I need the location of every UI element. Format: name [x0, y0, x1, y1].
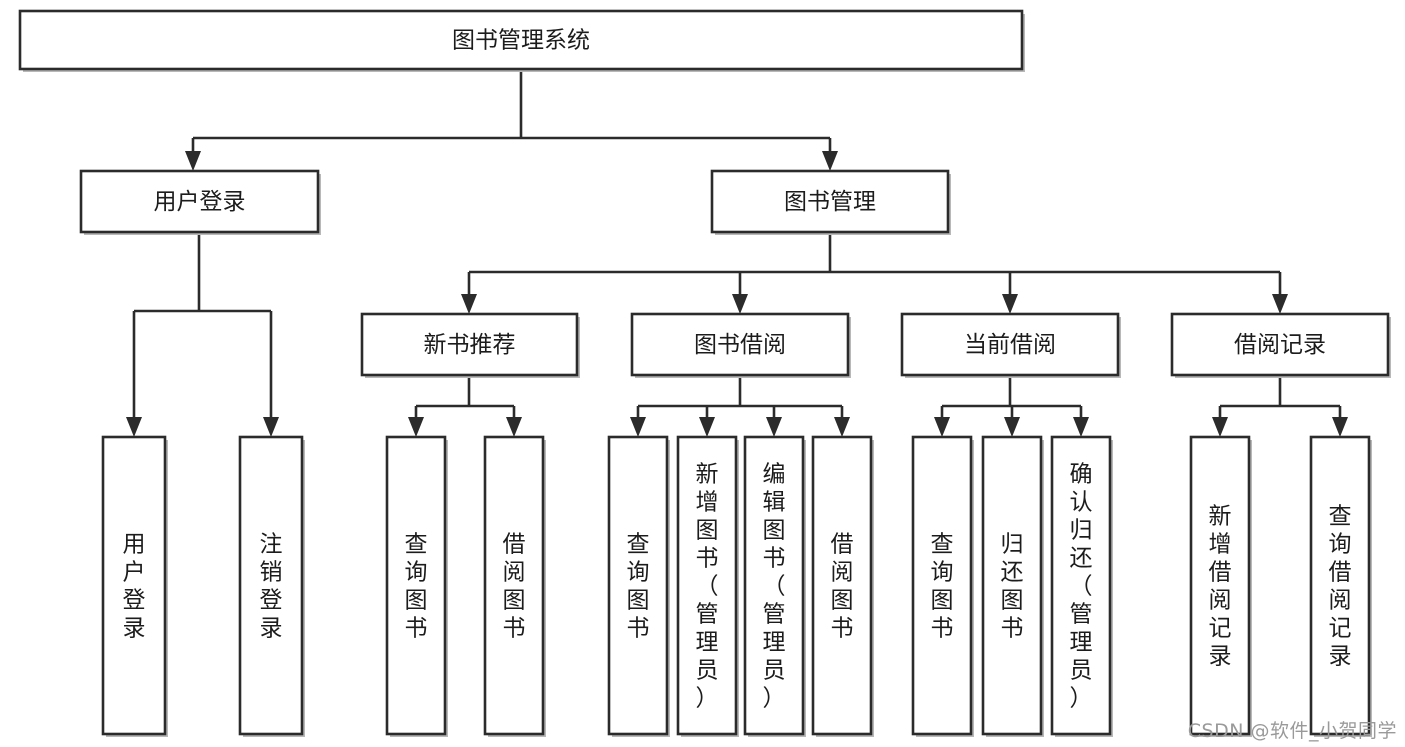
node-label: 借阅记录 [1234, 332, 1326, 358]
arrow-head-icon [1004, 417, 1020, 437]
node-root-0[interactable]: 图书管理系统 [18, 9, 1025, 72]
node-box[interactable] [101, 435, 167, 736]
node-leaf-12[interactable]: 查询借阅记录 [1309, 435, 1372, 737]
node-label: 借阅图书 [503, 532, 526, 642]
node-leaf-6[interactable]: 编辑图书（管理员） [743, 435, 806, 737]
node-level3-0[interactable]: 新书推荐 [360, 312, 580, 378]
arrow-head-icon [630, 417, 646, 437]
node-layer: 图书管理系统用户登录图书管理新书推荐图书借阅当前借阅借阅记录用户登录注销登录查询… [18, 9, 1391, 737]
arrow-head-icon [126, 417, 142, 437]
arrow-head-icon [506, 417, 522, 437]
arrow-head-icon [1272, 294, 1288, 314]
arrow-head-icon [263, 417, 279, 437]
node-label: 借阅图书 [831, 532, 854, 642]
node-label: 编辑图书（管理员） [763, 462, 786, 712]
arrow-head-icon [834, 417, 850, 437]
csdn-watermark: CSDN @软件_小贺同学 [1187, 720, 1397, 742]
node-label: 查询借阅记录 [1329, 504, 1352, 670]
arrow-head-icon [408, 417, 424, 437]
node-leaf-4[interactable]: 查询图书 [607, 435, 670, 737]
node-box[interactable] [676, 435, 738, 736]
node-box[interactable] [710, 169, 950, 234]
node-label: 查询图书 [627, 532, 650, 642]
node-box[interactable] [360, 312, 579, 377]
node-label: 新书推荐 [424, 332, 516, 358]
connector-layer [126, 69, 1348, 437]
node-level3-1[interactable]: 图书借阅 [630, 312, 851, 378]
node-leaf-11[interactable]: 新增借阅记录 [1189, 435, 1252, 737]
node-box[interactable] [1189, 435, 1251, 736]
node-box[interactable] [238, 435, 304, 736]
arrow-head-icon [1212, 417, 1228, 437]
arrow-head-icon [934, 417, 950, 437]
node-leaf-10[interactable]: 确认归还（管理员） [1050, 435, 1113, 737]
node-label: 新增借阅记录 [1209, 504, 1232, 670]
arrow-head-icon [185, 151, 201, 171]
node-label: 图书借阅 [694, 332, 786, 358]
node-leaf-7[interactable]: 借阅图书 [811, 435, 874, 737]
node-leaf-8[interactable]: 查询图书 [911, 435, 974, 737]
node-box[interactable] [607, 435, 669, 736]
arrow-head-icon [766, 417, 782, 437]
node-box[interactable] [630, 312, 850, 377]
node-label: 注销登录 [260, 532, 283, 642]
arrow-head-icon [822, 151, 838, 171]
arrow-head-icon [699, 417, 715, 437]
node-box[interactable] [1309, 435, 1371, 736]
node-box[interactable] [911, 435, 973, 736]
node-label: 归还图书 [1001, 532, 1024, 642]
node-level2-1[interactable]: 图书管理 [710, 169, 951, 235]
node-level2-0[interactable]: 用户登录 [79, 169, 321, 235]
node-label: 查询图书 [931, 532, 954, 642]
node-level3-2[interactable]: 当前借阅 [900, 312, 1121, 378]
arrow-head-icon [1073, 417, 1089, 437]
node-box[interactable] [743, 435, 805, 736]
node-box[interactable] [1170, 312, 1390, 377]
arrow-head-icon [732, 294, 748, 314]
node-leaf-1[interactable]: 注销登录 [238, 435, 305, 737]
node-label: 确认归还（管理员） [1070, 462, 1093, 712]
node-leaf-3[interactable]: 借阅图书 [483, 435, 546, 737]
node-box[interactable] [1050, 435, 1112, 736]
node-leaf-0[interactable]: 用户登录 [101, 435, 168, 737]
node-box[interactable] [385, 435, 447, 736]
node-box[interactable] [900, 312, 1120, 377]
node-box[interactable] [981, 435, 1043, 736]
node-box[interactable] [18, 9, 1024, 71]
node-box[interactable] [79, 169, 320, 234]
node-label: 图书管理 [784, 189, 876, 215]
node-label: 图书管理系统 [452, 28, 590, 54]
node-level3-3[interactable]: 借阅记录 [1170, 312, 1391, 378]
node-label: 当前借阅 [964, 332, 1056, 358]
node-label: 用户登录 [154, 189, 246, 215]
arrow-head-icon [1332, 417, 1348, 437]
arrow-head-icon [461, 294, 477, 314]
node-leaf-2[interactable]: 查询图书 [385, 435, 448, 737]
node-leaf-5[interactable]: 新增图书（管理员） [676, 435, 739, 737]
node-label: 用户登录 [123, 532, 146, 642]
node-box[interactable] [811, 435, 873, 736]
node-leaf-9[interactable]: 归还图书 [981, 435, 1044, 737]
node-box[interactable] [483, 435, 545, 736]
arrow-head-icon [1002, 294, 1018, 314]
node-label: 查询图书 [405, 532, 428, 642]
node-label: 新增图书（管理员） [696, 462, 719, 712]
